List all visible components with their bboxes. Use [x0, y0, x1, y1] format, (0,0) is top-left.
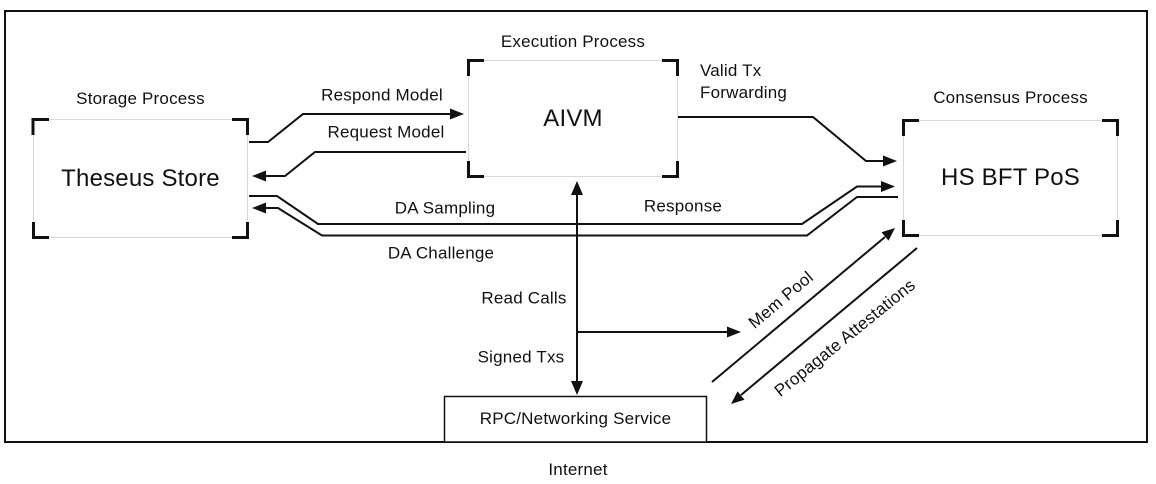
da-sampling-label: DA Sampling	[394, 198, 496, 218]
arrowhead-up-into-aivm	[571, 181, 583, 195]
da-challenge-label: DA Challenge	[387, 243, 495, 263]
hs-bft-pos-box	[902, 119, 1119, 237]
signed-txs-label: Signed Txs	[477, 347, 565, 367]
rpc-networking-box	[443, 395, 708, 443]
edge-mem-pool	[711, 228, 895, 383]
edge-rpc-branch	[577, 326, 741, 338]
edge-request-model-line	[266, 151, 466, 177]
edge-valid-tx-forwarding	[678, 116, 897, 167]
edge-da-sampling-response	[249, 181, 895, 225]
aivm-label: AIVM	[543, 104, 603, 132]
internet-caption: Internet	[548, 460, 608, 479]
hs-bft-pos-label: HS BFT PoS	[941, 164, 1080, 191]
edge-aivm-rpc-vertical	[571, 181, 583, 395]
edge-propagate-line	[740, 247, 918, 396]
edge-respond-model	[249, 108, 464, 143]
consensus-process-title: Consensus Process	[933, 88, 1088, 107]
edge-da-challenge-line	[266, 196, 898, 237]
edge-da-challenge	[252, 196, 898, 237]
aivm-rect	[468, 60, 678, 177]
edge-valid-tx-line	[678, 116, 883, 162]
request-model-label: Request Model	[327, 122, 445, 142]
edge-respond-model-line	[249, 113, 450, 143]
edge-request-model	[252, 151, 466, 182]
arrowhead-into-hs-bft-2	[881, 181, 895, 192]
edge-propagate-attestations	[731, 247, 918, 404]
hs-bft-pos-corner-brackets	[902, 119, 1119, 237]
valid-tx-forwarding-label: Valid Tx Forwarding	[700, 61, 788, 102]
arrowhead-into-theseus-2	[252, 202, 266, 214]
aivm-corner-brackets	[467, 59, 679, 178]
rpc-networking-label: RPC/Networking Service	[479, 409, 672, 429]
edge-mem-pool-line	[711, 236, 886, 383]
arrowhead-into-hs-bft	[883, 155, 897, 167]
respond-model-label: Respond Model	[321, 85, 443, 105]
rpc-networking-rect	[443, 395, 708, 443]
aivm-box	[467, 59, 679, 178]
response-label: Response	[643, 196, 723, 216]
theseus-store-corner-brackets	[31, 118, 249, 239]
hs-bft-pos-rect	[903, 120, 1118, 236]
read-calls-label: Read Calls	[481, 288, 567, 308]
arrowhead-into-aivm	[450, 108, 464, 120]
theseus-store-rect	[33, 119, 248, 238]
storage-process-title: Storage Process	[76, 89, 205, 108]
arrowhead-into-rpc-area	[731, 391, 745, 404]
edge-da-sampling-line	[249, 185, 881, 225]
arrowhead-into-theseus	[252, 170, 266, 182]
theseus-store-box	[31, 118, 249, 239]
arrowhead-down-into-rpc	[571, 381, 583, 395]
arrowhead-toward-mem-pool	[727, 326, 741, 338]
theseus-store-label: Theseus Store	[61, 164, 220, 192]
execution-process-title: Execution Process	[500, 32, 646, 51]
arrowhead-into-hs-bft-corner	[881, 228, 895, 241]
